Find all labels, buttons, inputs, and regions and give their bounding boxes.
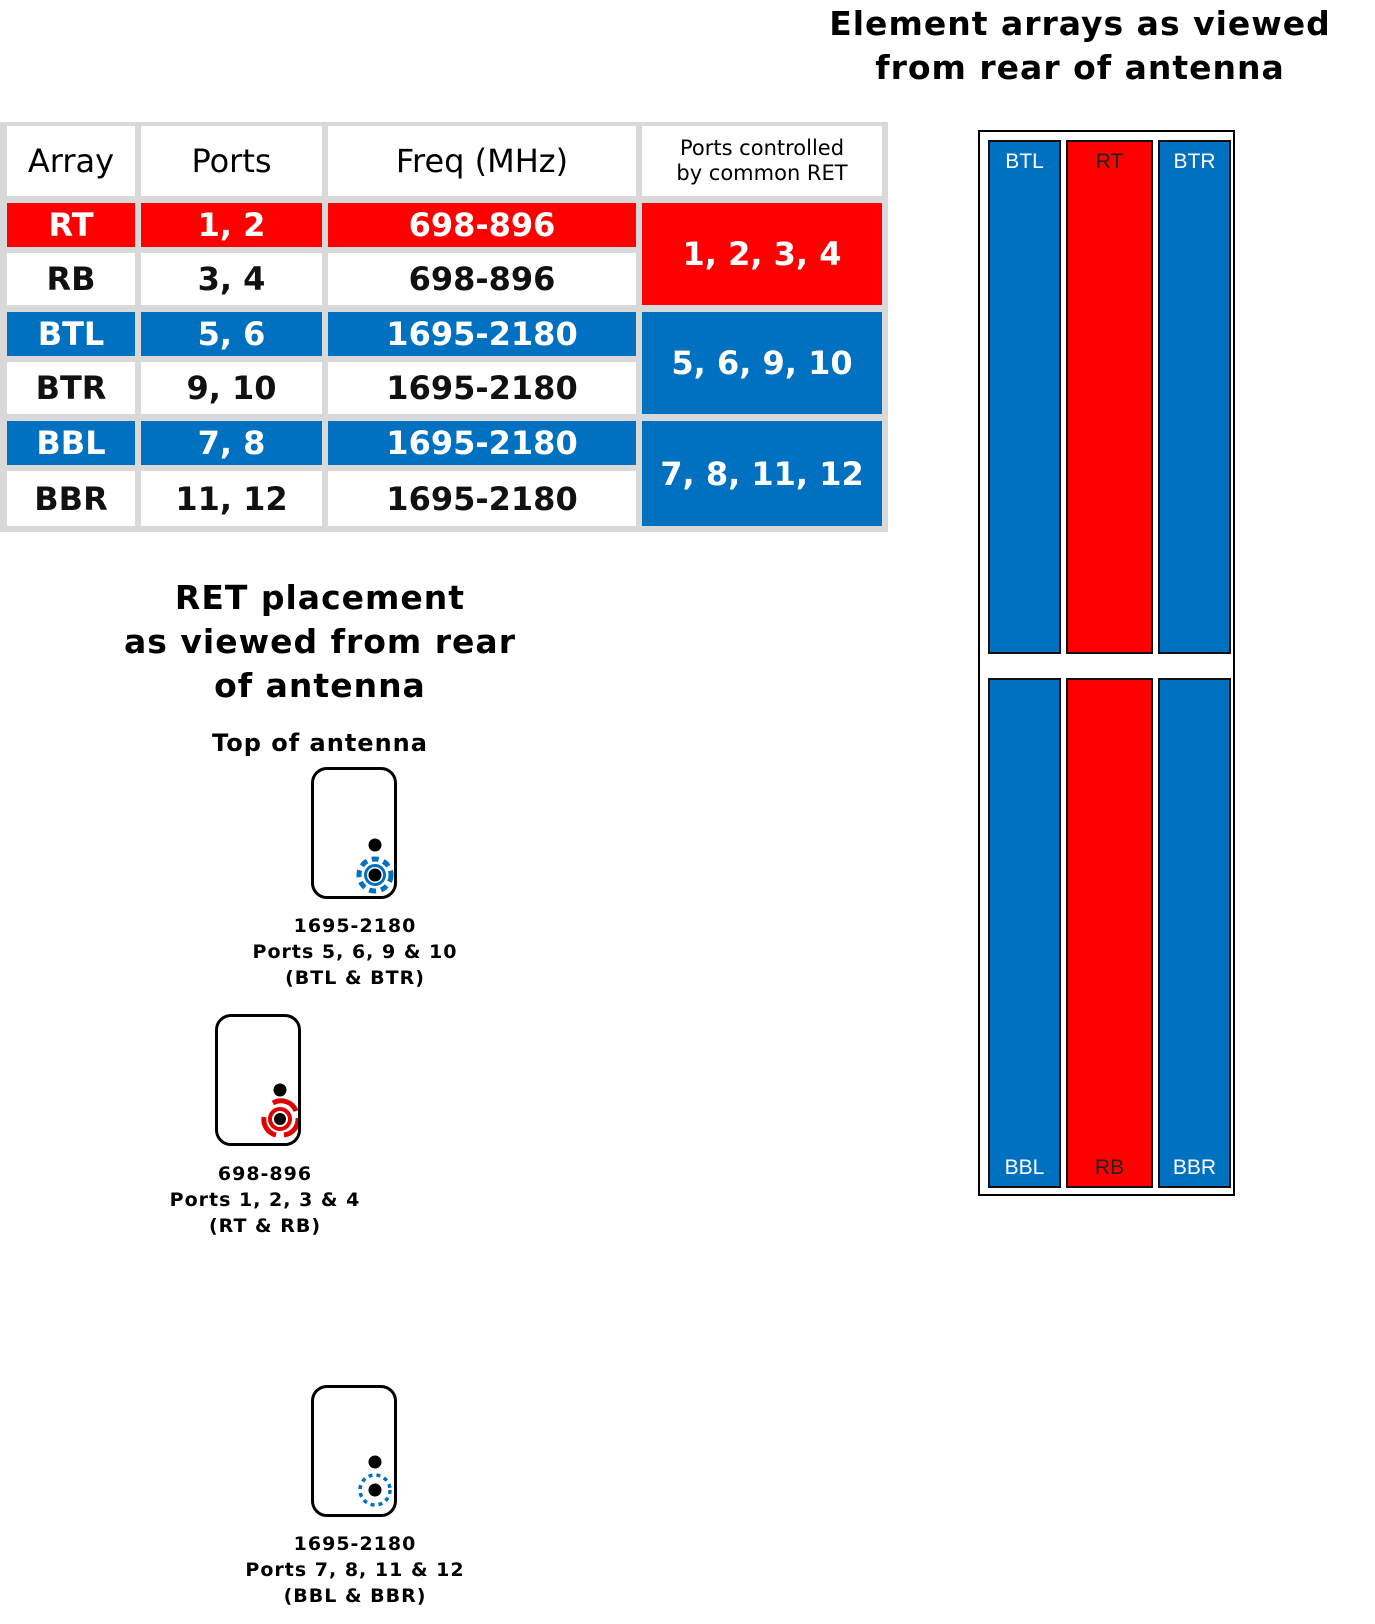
array-rt: RT bbox=[1066, 140, 1153, 654]
ret-gear-icon bbox=[356, 838, 394, 894]
row-btl-array: BTL bbox=[7, 312, 135, 356]
row-btl-freq: 1695-2180 bbox=[328, 312, 636, 356]
ret-2-arrays: (RT & RB) bbox=[208, 1215, 321, 1237]
header-controlled: Ports controlled by common RET bbox=[642, 126, 882, 196]
array-btr-label: BTR bbox=[1173, 150, 1216, 173]
element-arrays-title-line1: Element arrays as viewed bbox=[829, 4, 1331, 43]
array-bbl-label: BBL bbox=[1004, 1156, 1045, 1179]
row-rb-ports: 3, 4 bbox=[141, 253, 322, 305]
antenna-element-arrays: BTL RT BTR BBL RB BBR bbox=[978, 130, 1235, 1196]
row-btr-array: BTR bbox=[7, 362, 135, 414]
element-arrays-title: Element arrays as viewed from rear of an… bbox=[800, 2, 1360, 90]
row-rt-array: RT bbox=[7, 203, 135, 247]
array-bbr-label: BBR bbox=[1172, 1156, 1217, 1179]
row-rb-array: RB bbox=[7, 253, 135, 305]
header-ports: Ports bbox=[141, 126, 322, 196]
ret-caption-1: 1695-2180 Ports 5, 6, 9 & 10 (BTL & BTR) bbox=[230, 913, 480, 991]
ret-gear-icon bbox=[358, 1455, 392, 1507]
row-rt-freq: 698-896 bbox=[328, 203, 636, 247]
array-bbl: BBL bbox=[988, 678, 1061, 1188]
ret-1-ports: Ports 5, 6, 9 & 10 bbox=[252, 941, 458, 963]
ret-1-freq: 1695-2180 bbox=[293, 915, 417, 937]
row-bbl-array: BBL bbox=[7, 421, 135, 465]
ret-3-ports: Ports 7, 8, 11 & 12 bbox=[245, 1559, 465, 1581]
row-bbl-freq: 1695-2180 bbox=[328, 421, 636, 465]
row-btr-ports: 9, 10 bbox=[141, 362, 322, 414]
ret-placement-title-line3: of antenna bbox=[214, 666, 426, 705]
array-btr: BTR bbox=[1158, 140, 1231, 654]
header-freq: Freq (MHz) bbox=[328, 126, 636, 196]
array-bbr: BBR bbox=[1158, 678, 1231, 1188]
ret-placement-title-line2: as viewed from rear bbox=[124, 622, 516, 661]
ret-unit-rt-rb bbox=[215, 1014, 301, 1146]
ret-3-arrays: (BBL & BBR) bbox=[283, 1585, 427, 1607]
common-ret-3: 7, 8, 11, 12 bbox=[642, 421, 882, 526]
ret-3-freq: 1695-2180 bbox=[293, 1533, 417, 1555]
ret-unit-btl-btr bbox=[311, 767, 397, 899]
array-rb-label: RB bbox=[1094, 1156, 1125, 1179]
array-btl: BTL bbox=[988, 140, 1061, 654]
header-array: Array bbox=[7, 126, 135, 196]
ret-unit-bbl-bbr bbox=[311, 1385, 397, 1517]
top-of-antenna-label: Top of antenna bbox=[212, 729, 428, 757]
ret-placement-title-line1: RET placement bbox=[174, 578, 466, 617]
array-rb: RB bbox=[1066, 678, 1153, 1188]
ret-2-ports: Ports 1, 2, 3 & 4 bbox=[169, 1189, 361, 1211]
ret-1-arrays: (BTL & BTR) bbox=[285, 967, 425, 989]
ret-gear-icon bbox=[261, 1083, 298, 1138]
array-rt-label: RT bbox=[1095, 150, 1124, 173]
array-btl-label: BTL bbox=[1005, 150, 1044, 173]
row-rb-freq: 698-896 bbox=[328, 253, 636, 305]
ret-placement-title: RET placement as viewed from rear of ant… bbox=[80, 576, 560, 708]
common-ret-2: 5, 6, 9, 10 bbox=[642, 312, 882, 414]
ret-2-freq: 698-896 bbox=[217, 1163, 313, 1185]
row-btr-freq: 1695-2180 bbox=[328, 362, 636, 414]
element-arrays-title-line2: from rear of antenna bbox=[875, 48, 1285, 87]
ret-caption-3: 1695-2180 Ports 7, 8, 11 & 12 (BBL & BBR… bbox=[230, 1531, 480, 1609]
ret-caption-2: 698-896 Ports 1, 2, 3 & 4 (RT & RB) bbox=[150, 1161, 380, 1239]
row-bbr-ports: 11, 12 bbox=[141, 471, 322, 526]
row-bbr-array: BBR bbox=[7, 471, 135, 526]
port-table: Array Ports Freq (MHz) Ports controlled … bbox=[0, 122, 888, 532]
common-ret-1: 1, 2, 3, 4 bbox=[642, 203, 882, 305]
row-bbr-freq: 1695-2180 bbox=[328, 471, 636, 526]
row-btl-ports: 5, 6 bbox=[141, 312, 322, 356]
row-rt-ports: 1, 2 bbox=[141, 203, 322, 247]
header-controlled-line2: by common RET bbox=[676, 161, 848, 185]
header-controlled-line1: Ports controlled bbox=[679, 136, 845, 160]
row-bbl-ports: 7, 8 bbox=[141, 421, 322, 465]
